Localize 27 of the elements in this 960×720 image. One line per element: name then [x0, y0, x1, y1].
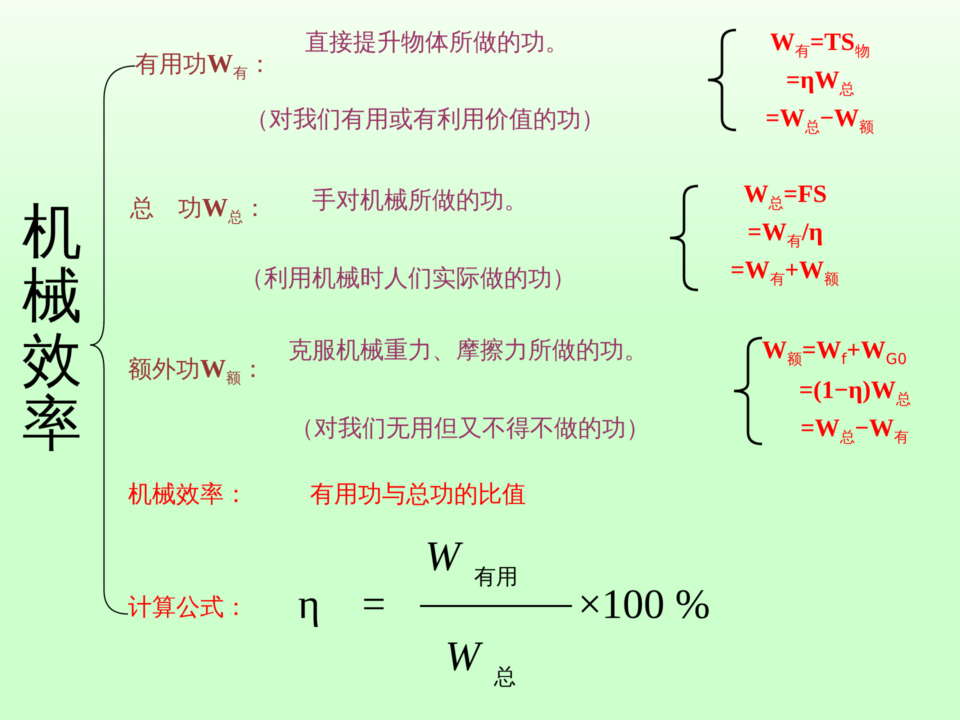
definition-text: 手对机械所做的功。: [312, 186, 528, 215]
term-label: 额外功W$_{额}$：: [128, 353, 265, 387]
formula-line: =W$_{总}$−W$_{额}$: [766, 104, 874, 136]
formula-line: =(1−η)W$_{总}$: [799, 376, 911, 408]
formula-numerator: W$_{有用}$: [425, 533, 518, 592]
formula-symbol: =: [362, 581, 386, 630]
definition-text: （对我们有用或有利用价值的功）: [245, 105, 605, 134]
formula-denominator: W$_{总}$: [445, 633, 516, 692]
formula-line: W$_{有}$=TS$_{物}$: [770, 28, 870, 60]
formula-line: =W$_{总}$−W$_{有}$: [800, 414, 909, 446]
definition-text: （对我们无用但又不得不做的功）: [290, 414, 650, 443]
title-text: 机械效率: [22, 200, 83, 456]
formula-line: =W$_{有}$/η: [748, 218, 823, 250]
term-label: 有用功W$_{有}$：: [135, 48, 272, 82]
definition-text: （利用机械时人们实际做的功）: [240, 264, 576, 293]
definition-text: 直接提升物体所做的功。: [305, 28, 569, 57]
term-label: 计算公式：: [128, 593, 248, 622]
formula-line: W$_{总}$=FS: [744, 180, 827, 212]
term-label: 总 功W$_{总}$：: [130, 192, 267, 226]
definition-text: 有用功与总功的比值: [310, 480, 526, 509]
formula-line: =W$_{有}$+W$_{额}$: [730, 256, 839, 288]
term-label: 机械效率：: [128, 480, 248, 509]
definition-text: 克服机械重力、摩擦力所做的功。: [288, 336, 648, 365]
formula-line: =ηW$_{总}$: [786, 66, 854, 98]
formula-symbol: η: [298, 581, 320, 630]
formula-line: W$_{额}$=W$_{f}$+W$_{G0}$: [762, 336, 907, 368]
formula-text: ×100 %: [578, 581, 710, 630]
